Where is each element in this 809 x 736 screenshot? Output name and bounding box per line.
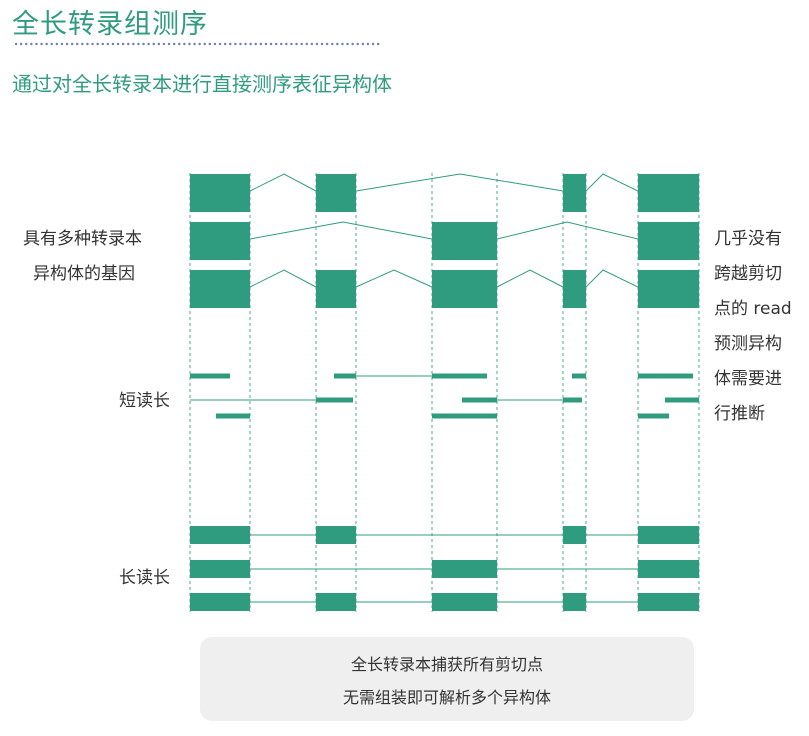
short-read bbox=[190, 373, 230, 379]
exon-block bbox=[432, 222, 497, 260]
short-read bbox=[638, 413, 669, 419]
exon-block bbox=[638, 222, 699, 260]
short-read bbox=[572, 373, 586, 379]
long-read-segment bbox=[563, 526, 586, 544]
long-read-segment bbox=[316, 593, 356, 611]
exon-block bbox=[432, 270, 497, 308]
short-read bbox=[665, 397, 699, 403]
intron-connector bbox=[496, 269, 564, 288]
exon-block bbox=[190, 270, 250, 308]
right-note-line1: 几乎没有 bbox=[714, 229, 782, 249]
intron-connector bbox=[496, 221, 639, 240]
exon-block bbox=[190, 222, 250, 260]
right-note-line2: 跨越剪切 bbox=[714, 264, 782, 284]
exon-block bbox=[563, 270, 586, 308]
right-note-line3: 点的 read bbox=[714, 299, 792, 319]
long-reads-label: 长读长 bbox=[119, 568, 170, 588]
intron-connector bbox=[585, 269, 639, 288]
page-title: 全长转录组测序 bbox=[12, 9, 208, 40]
right-note-line5: 体需要进 bbox=[714, 369, 782, 389]
long-read-segment bbox=[190, 560, 250, 578]
exon-block bbox=[638, 174, 699, 212]
intron-connector bbox=[249, 173, 317, 192]
long-read-segment bbox=[190, 593, 250, 611]
gene-label-line1: 具有多种转录本 bbox=[23, 229, 142, 249]
short-read bbox=[432, 413, 497, 419]
intron-connector bbox=[585, 173, 639, 192]
page-subtitle: 通过对全长转录本进行直接测序表征异构体 bbox=[12, 72, 392, 96]
short-read bbox=[432, 373, 487, 379]
intron-connector bbox=[249, 269, 317, 288]
summary-line2: 无需组装即可解析多个异构体 bbox=[342, 688, 551, 707]
long-read-segment bbox=[316, 526, 356, 544]
intron-connector bbox=[355, 173, 564, 192]
short-read bbox=[563, 397, 582, 403]
exon-block bbox=[190, 174, 250, 212]
long-read-segment bbox=[638, 560, 699, 578]
exon-block bbox=[316, 270, 356, 308]
intron-connector bbox=[249, 221, 433, 240]
long-read-segment bbox=[563, 593, 586, 611]
short-read bbox=[462, 397, 497, 403]
short-read bbox=[334, 373, 356, 379]
right-note-line6: 行推断 bbox=[714, 404, 765, 424]
long-read-segment bbox=[190, 526, 250, 544]
short-read bbox=[638, 373, 693, 379]
exon-block bbox=[638, 270, 699, 308]
short-reads-label: 短读长 bbox=[119, 391, 170, 411]
gene-label-line2: 异构体的基因 bbox=[33, 264, 135, 284]
long-read-segment bbox=[638, 593, 699, 611]
intron-connector bbox=[355, 269, 433, 288]
exon-block bbox=[316, 174, 356, 212]
summary-line1: 全长转录本捕获所有剪切点 bbox=[350, 655, 543, 674]
long-read-segment bbox=[638, 526, 699, 544]
summary-box: 全长转录本捕获所有剪切点 无需组装即可解析多个异构体 bbox=[200, 637, 694, 721]
exon-block bbox=[563, 174, 586, 212]
title-dotted-divider bbox=[14, 42, 382, 46]
long-read-segment bbox=[432, 593, 497, 611]
long-read-segment bbox=[432, 560, 497, 578]
right-note-line4: 预测异构 bbox=[714, 334, 782, 354]
short-read bbox=[316, 397, 353, 403]
short-read bbox=[216, 413, 250, 419]
